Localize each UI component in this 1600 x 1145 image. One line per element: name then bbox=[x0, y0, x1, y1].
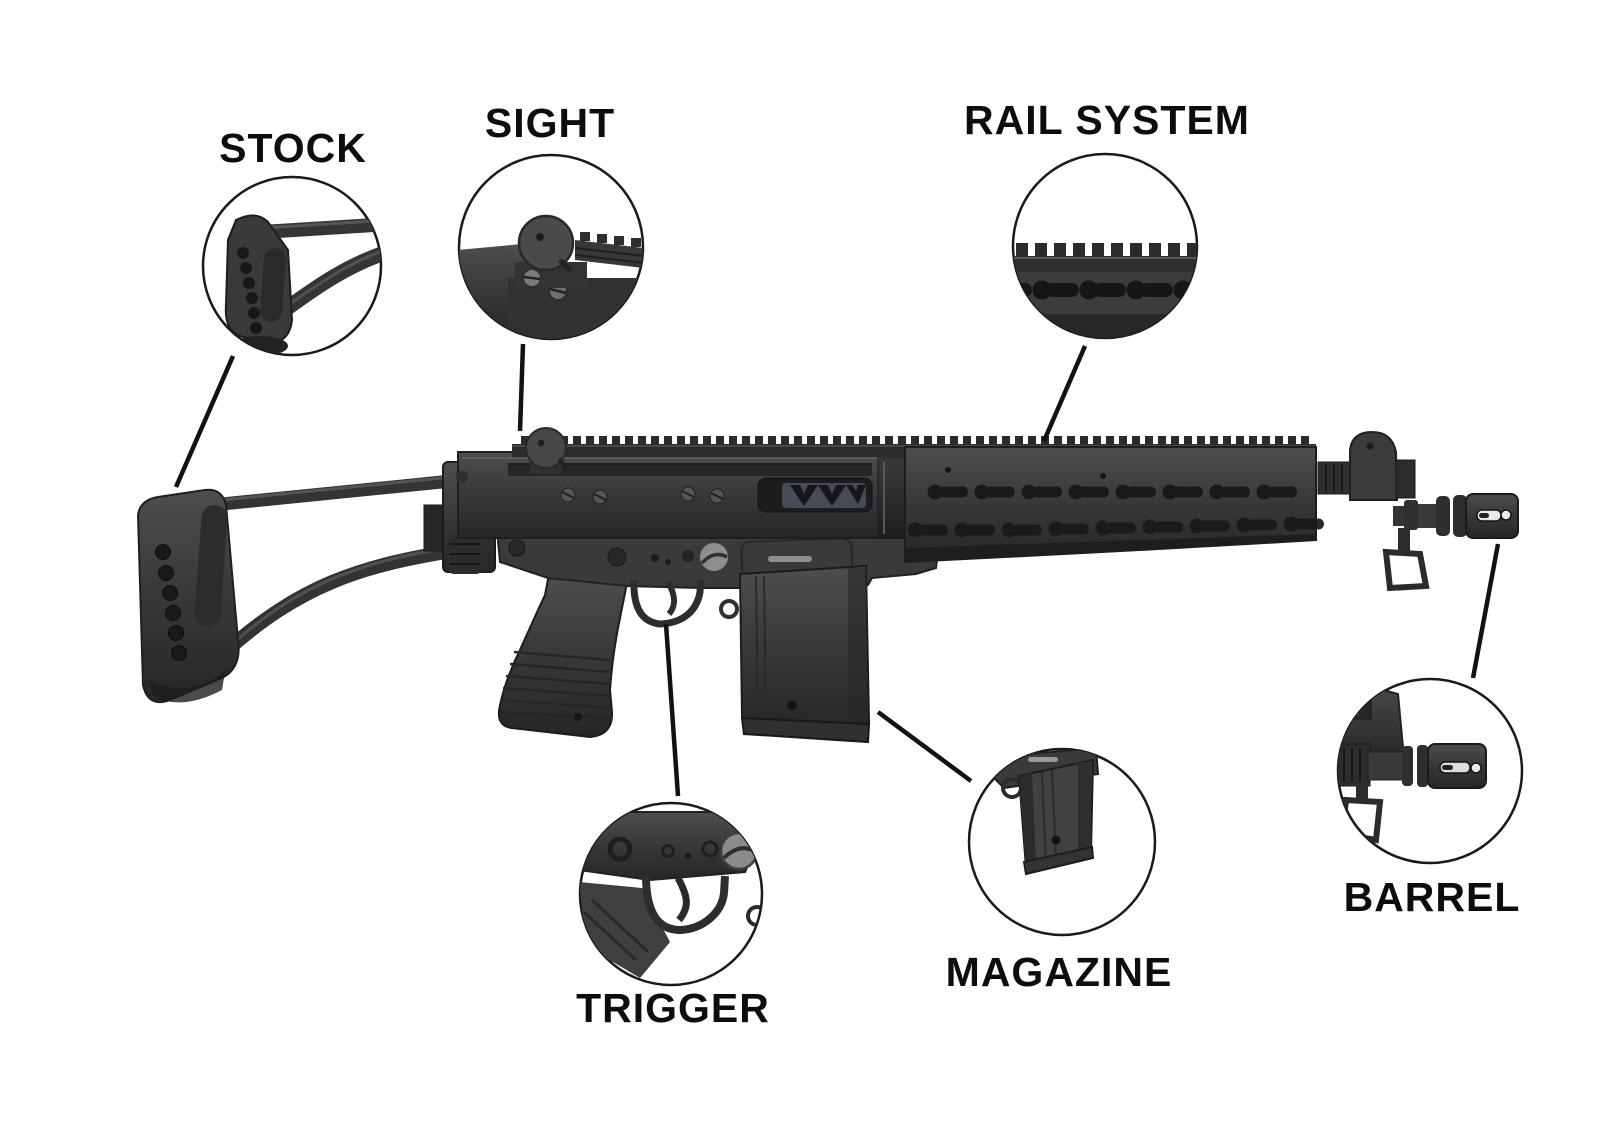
sight-callout-circle bbox=[457, 153, 645, 341]
barrel-trunnion bbox=[877, 457, 909, 539]
label-trigger: TRIGGER bbox=[576, 985, 770, 1031]
charging-handle-knob bbox=[456, 471, 468, 483]
upper-receiver bbox=[456, 451, 909, 539]
trigger-blade bbox=[665, 580, 678, 616]
front-sling-stud bbox=[1398, 528, 1410, 552]
selector-knob bbox=[698, 541, 730, 573]
label-rail-system: RAIL SYSTEM bbox=[964, 97, 1250, 143]
folding-stock bbox=[136, 474, 459, 704]
label-stock: STOCK bbox=[219, 125, 367, 171]
front-sight bbox=[1317, 430, 1416, 501]
connector-line-rail bbox=[1041, 345, 1088, 442]
rifle-illustration bbox=[136, 427, 1519, 744]
trigger-callout-circle bbox=[578, 801, 764, 987]
magazine-body bbox=[738, 564, 871, 744]
label-sight: SIGHT bbox=[484, 100, 616, 146]
connector-lines bbox=[173, 343, 1501, 797]
rail-callout-circle bbox=[1011, 152, 1199, 340]
trigger-guard bbox=[630, 579, 739, 628]
ejection-port-panel bbox=[757, 477, 873, 513]
receiver-screws bbox=[560, 486, 725, 505]
connector-line-trigger bbox=[663, 623, 681, 797]
rear-sling-ring bbox=[719, 599, 739, 619]
pistol-grip bbox=[497, 572, 630, 739]
magazine-callout-circle bbox=[967, 747, 1157, 937]
keymod-handguard bbox=[904, 446, 1324, 564]
connector-line-barrel bbox=[1470, 543, 1501, 679]
label-magazine: MAGAZINE bbox=[945, 949, 1173, 995]
connector-line-stock bbox=[173, 355, 236, 488]
serial-marking bbox=[768, 556, 812, 562]
label-barrel: BARREL bbox=[1343, 874, 1521, 920]
magazine-baseplate bbox=[740, 716, 871, 744]
stock-callout-circle bbox=[201, 175, 383, 357]
front-sling-swivel bbox=[1382, 548, 1430, 592]
barrel-muzzle bbox=[1382, 493, 1519, 592]
rear-sight bbox=[525, 427, 569, 474]
barrel-callout-circle bbox=[1336, 677, 1524, 865]
connector-line-magazine bbox=[876, 710, 973, 783]
connector-line-sight bbox=[517, 343, 526, 432]
